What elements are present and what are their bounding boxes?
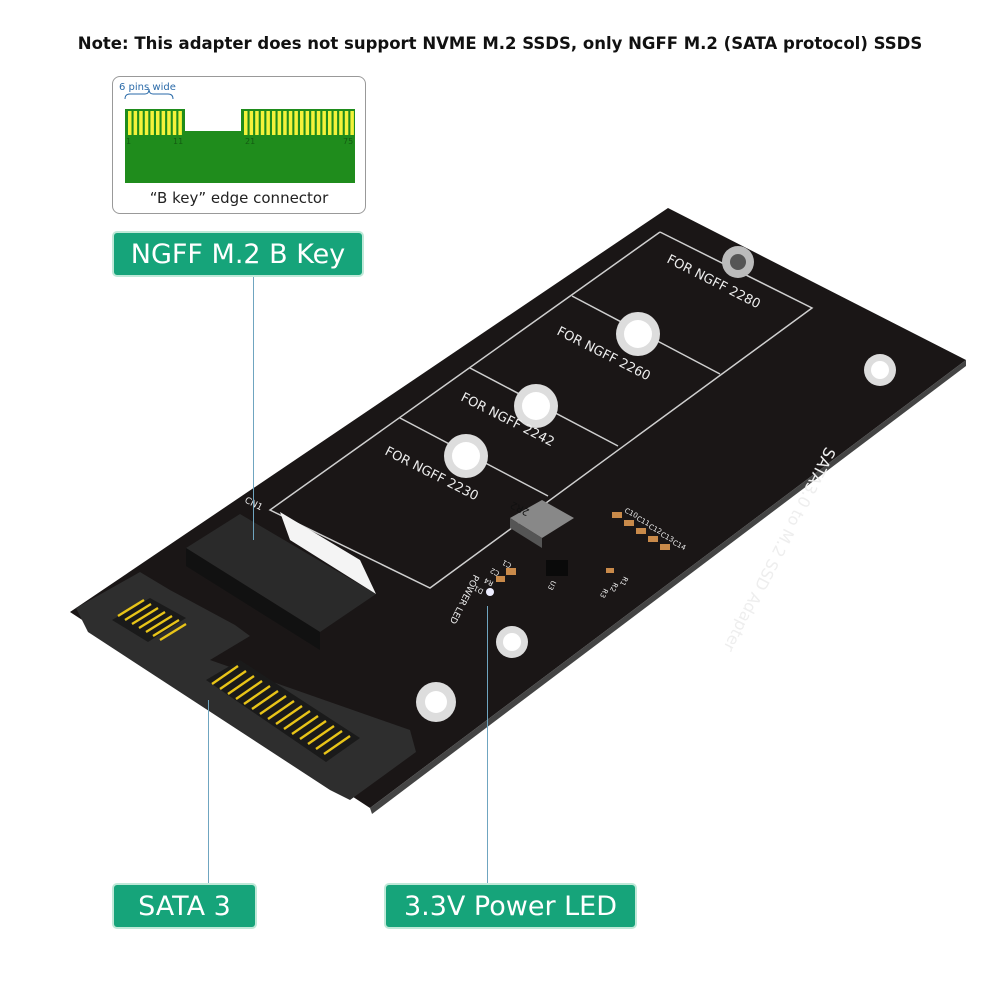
compatibility-note: Note: This adapter does not support NVME… [77, 34, 923, 53]
callout-line-led [487, 606, 488, 884]
edge-connector-drawing: 1 11 21 75 [124, 88, 355, 183]
u3-chip [546, 560, 568, 576]
sata-pin [299, 720, 327, 740]
edge-pin [339, 111, 343, 135]
ref-r2: R2 [608, 581, 619, 593]
edge-pin [144, 111, 149, 135]
ref-r1: R1 [618, 575, 629, 587]
sata-pin [283, 710, 311, 730]
sata-pin [267, 700, 295, 720]
edge-pin [178, 111, 182, 135]
inset-caption: “B key” edge connector [149, 189, 329, 207]
sata-pin [219, 670, 247, 690]
m2-connector [186, 512, 376, 650]
edge-pin [344, 111, 349, 135]
sata-pin [275, 705, 303, 725]
edge-pin [288, 111, 293, 135]
edge-pin [139, 111, 143, 135]
mounting-holes [416, 246, 896, 722]
sata-pin [131, 606, 159, 626]
sata-pin [315, 730, 343, 750]
sata-pin [124, 602, 152, 622]
pin-number-1: 1 [126, 137, 131, 146]
ref-c1: C1 [501, 558, 513, 569]
sata-pin [251, 690, 279, 710]
ref-u3: U3 [546, 579, 557, 591]
callout-sata3: SATA 3 [112, 883, 257, 929]
edge-pin [266, 111, 270, 135]
sata-connector [76, 572, 416, 800]
callout-ngff-m2-b-key: NGFF M.2 B Key [112, 231, 364, 277]
edge-pin [150, 111, 154, 135]
sata-pin [159, 622, 187, 642]
edge-pin [305, 111, 310, 135]
pins-label: 6 pins wide [119, 82, 176, 93]
sata-pin [227, 675, 255, 695]
edge-pin [133, 111, 138, 135]
edge-pin [167, 111, 171, 135]
sata-pin [152, 618, 180, 638]
edge-pin [316, 111, 321, 135]
pin-number-11: 11 [173, 137, 183, 146]
edge-pin [249, 111, 254, 135]
edge-pin [272, 111, 276, 135]
edge-pin [311, 111, 315, 135]
sata-pin [243, 685, 271, 705]
edge-pin [294, 111, 298, 135]
edge-pin [244, 111, 248, 135]
edge-pin [300, 111, 304, 135]
ref-c2: C2 [489, 566, 501, 577]
b-key-diagram: 6 pins wide 1 11 21 75 “B key” edge conn… [112, 76, 366, 214]
edge-pin [277, 111, 282, 135]
callout-line-sata [208, 700, 209, 884]
edge-pin [260, 111, 265, 135]
edge-pin [328, 111, 332, 135]
pin-number-21: 21 [245, 137, 255, 146]
edge-pin [333, 111, 338, 135]
edge-pin [322, 111, 326, 135]
sata-pin [235, 680, 263, 700]
edge-pin [128, 111, 132, 135]
sata-pin [145, 614, 173, 634]
sata-pin [291, 715, 319, 735]
ref-r3: R3 [598, 587, 609, 599]
sata-pin [259, 695, 287, 715]
sata-pin [307, 725, 335, 745]
edge-pin [283, 111, 287, 135]
ref-r4: R4 [482, 576, 494, 588]
edge-pin [172, 111, 177, 135]
sata-pin [323, 735, 351, 755]
edge-pin [255, 111, 259, 135]
pcb-board [70, 208, 966, 808]
callout-line-ngff [253, 276, 254, 540]
pin-number-75: 75 [343, 137, 353, 146]
sata-pin [117, 598, 145, 618]
callout-power-led: 3.3V Power LED [384, 883, 637, 929]
sata-pin [211, 665, 239, 685]
ref-d1: D1 [473, 584, 485, 596]
power-led [486, 588, 494, 596]
sata-pin [138, 610, 166, 630]
edge-pin [156, 111, 160, 135]
edge-pin [161, 111, 166, 135]
smd-components [496, 512, 670, 582]
edge-pin [350, 111, 354, 135]
